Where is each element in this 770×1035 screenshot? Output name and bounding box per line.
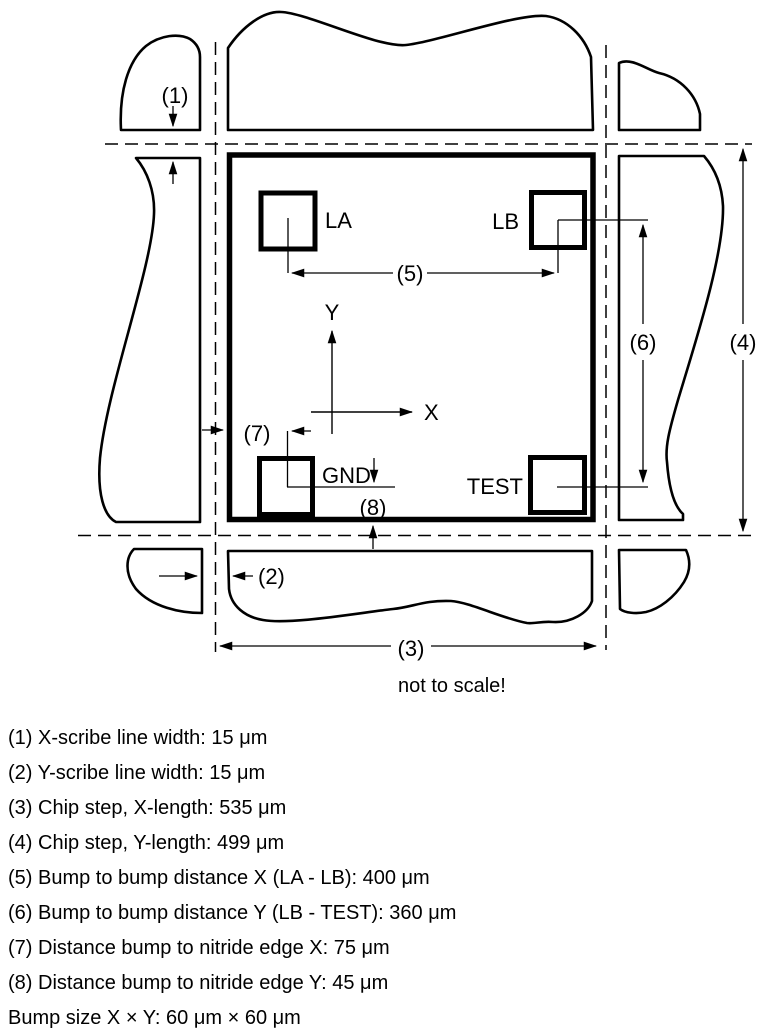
- note-line: (4) Chip step, Y-length: 499 μm: [8, 832, 284, 854]
- neighbor-die-outlines: [98, 10, 725, 625]
- legend-notes: (1) X-scribe line width: 15 μm (2) Y-scr…: [8, 727, 456, 1029]
- note-line: (3) Chip step, X-length: 535 μm: [8, 797, 286, 819]
- y-axis-label: Y: [325, 300, 340, 325]
- neighbor-die-top-right: [617, 60, 702, 132]
- scribe-lines: [78, 42, 752, 652]
- dim5-label: (5): [397, 261, 424, 286]
- neighbor-die-top-left: [119, 34, 202, 132]
- note-line: (8) Distance bump to nitride edge Y: 45 …: [8, 972, 388, 994]
- note-line: (6) Bump to bump distance Y (LB - TEST):…: [8, 902, 456, 924]
- dimension-arrows: [159, 106, 748, 651]
- dim1-label: (1): [162, 83, 189, 108]
- note-line: (1) X-scribe line width: 15 μm: [8, 727, 267, 749]
- neighbor-die-right: [617, 154, 725, 522]
- bump-la-label: LA: [325, 208, 352, 233]
- bump-gnd-label: GND: [322, 463, 371, 488]
- bump-test-label: TEST: [467, 474, 523, 499]
- neighbor-die-bottom-left: [126, 547, 204, 615]
- neighbor-die-top-middle: [226, 10, 595, 132]
- bump-leader-lines: [286, 218, 648, 488]
- dim7-label: (7): [244, 421, 271, 446]
- dim3-label: (3): [398, 636, 425, 661]
- coordinate-axes: [311, 329, 414, 434]
- neighbor-die-left: [98, 156, 202, 524]
- neighbor-die-bottom-right: [617, 548, 691, 615]
- bump-lb-label: LB: [492, 209, 519, 234]
- dim2-label: (2): [258, 564, 285, 589]
- dim4-label: (4): [730, 330, 757, 355]
- note-line: (2) Y-scribe line width: 15 μm: [8, 762, 265, 784]
- note-line: (7) Distance bump to nitride edge X: 75 …: [8, 937, 390, 959]
- note-line: (5) Bump to bump distance X (LA - LB): 4…: [8, 867, 430, 889]
- bump-test: [528, 455, 587, 515]
- scale-note: not to scale!: [398, 675, 506, 697]
- dim8-label: (8): [360, 495, 387, 520]
- note-line: Bump size X × Y: 60 μm × 60 μm: [8, 1007, 301, 1029]
- x-axis-label: X: [424, 400, 439, 425]
- dim6-label: (6): [630, 330, 657, 355]
- neighbor-die-bottom-middle: [226, 549, 594, 625]
- diagram-labels: (1) LA LB (5) Y X (6) (4) (7) GND TEST (…: [162, 83, 757, 697]
